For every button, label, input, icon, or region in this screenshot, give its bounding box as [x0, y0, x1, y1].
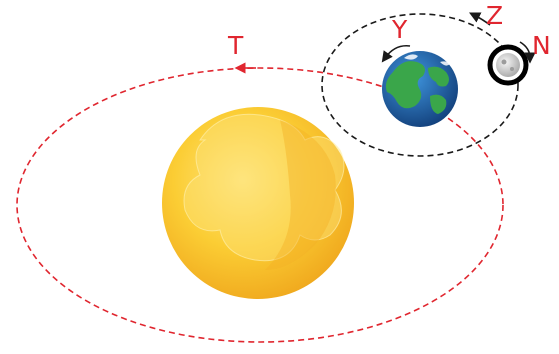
label-moon-spin: N [532, 31, 551, 60]
label-moon-orbit: Z [486, 1, 503, 30]
earth-orbit-path [16, 67, 504, 343]
label-sun-orbit: T [227, 31, 244, 60]
moon-orbit-path [321, 13, 519, 157]
earth-icon [382, 51, 458, 127]
moon-icon [487, 44, 529, 86]
moon-orbit-arrow [468, 12, 491, 26]
label-earth-spin: Y [391, 15, 408, 44]
moon-spin-arrow [519, 41, 536, 64]
sun-icon [162, 107, 354, 299]
earth-spin-arrow [381, 44, 411, 63]
